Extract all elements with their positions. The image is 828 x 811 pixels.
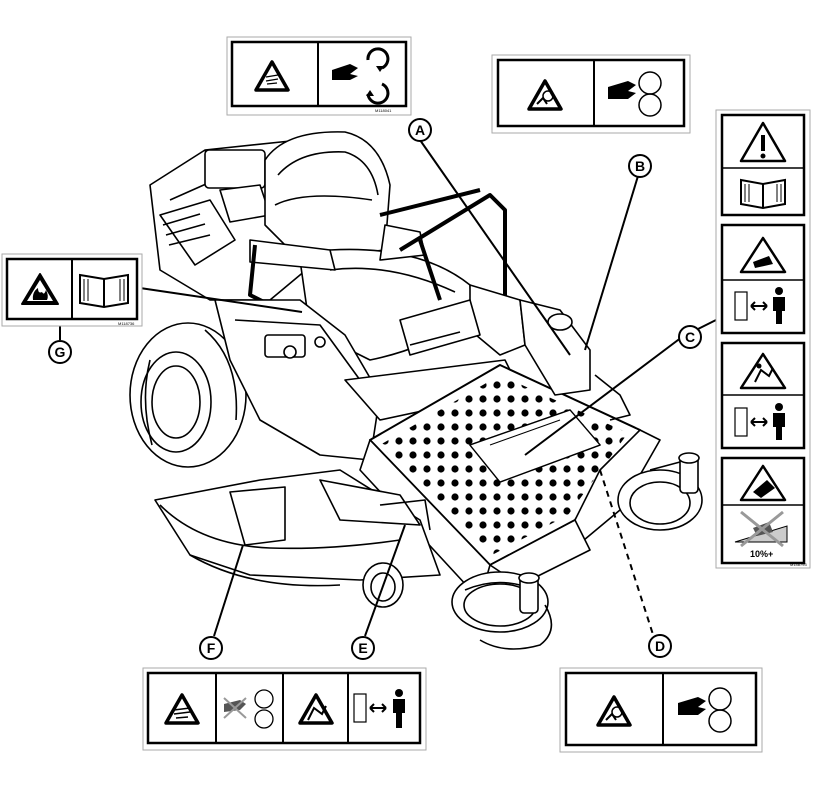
decal-c: 10%+ M148793 bbox=[715, 109, 811, 569]
svg-text:G: G bbox=[55, 344, 66, 360]
warning-triangle-icon bbox=[739, 236, 787, 274]
leader-line-f bbox=[213, 544, 244, 637]
manual-book-icon bbox=[740, 178, 786, 210]
decal-c-panel-bystander bbox=[720, 341, 806, 450]
decal-b bbox=[491, 54, 691, 134]
leader-line-g bbox=[139, 287, 303, 313]
hand-entanglement-icon bbox=[678, 687, 732, 733]
svg-text:M148793: M148793 bbox=[790, 562, 807, 567]
keep-distance-icon bbox=[353, 689, 405, 728]
keep-distance-icon bbox=[734, 403, 785, 440]
zero-turn-mower-illustration bbox=[129, 131, 703, 650]
rear-left-tire bbox=[129, 322, 247, 468]
mower-deck bbox=[154, 469, 441, 587]
leader-line-a bbox=[419, 139, 571, 356]
right-side-frame bbox=[519, 299, 631, 421]
deck-gauge-wheel bbox=[362, 562, 404, 608]
decal-c-panel-thrown-objects bbox=[720, 223, 806, 335]
blade-warning-triangle-icon bbox=[164, 693, 200, 725]
callout-e: E bbox=[351, 636, 375, 660]
svg-text:D: D bbox=[655, 638, 665, 654]
decal-a: M118041 bbox=[226, 36, 412, 116]
svg-text:A: A bbox=[415, 122, 425, 138]
warning-triangle-icon bbox=[254, 60, 290, 92]
svg-text:M118041: M118041 bbox=[375, 108, 392, 113]
svg-text:C: C bbox=[685, 329, 695, 345]
main-frame bbox=[214, 284, 526, 461]
front-right-caster bbox=[617, 452, 703, 531]
hand-entanglement-icon bbox=[608, 71, 662, 117]
svg-text:B: B bbox=[635, 158, 645, 174]
callout-f: F bbox=[199, 636, 223, 660]
decal-c-panel-slope: 10%+ M148793 bbox=[720, 456, 807, 567]
no-slope-icon bbox=[734, 510, 788, 548]
leader-line-c bbox=[524, 336, 683, 456]
hand-rotating-blade-icon bbox=[332, 47, 390, 105]
keep-distance-icon bbox=[734, 287, 785, 324]
manual-book-icon bbox=[79, 273, 129, 309]
no-hands-rotating-icon bbox=[223, 689, 274, 729]
thrown-object-warning-triangle-icon bbox=[298, 693, 334, 725]
decal-g: M118736 bbox=[1, 253, 143, 327]
warning-triangle-icon bbox=[739, 352, 787, 390]
rollover-warning-triangle-icon bbox=[739, 464, 787, 502]
svg-text:F: F bbox=[207, 640, 216, 656]
svg-text:M118736: M118736 bbox=[118, 321, 135, 326]
callout-d: D bbox=[648, 634, 672, 658]
decal-c-panel-general-warning bbox=[720, 113, 806, 217]
warning-triangle-icon bbox=[527, 79, 563, 111]
svg-text:E: E bbox=[358, 640, 367, 656]
warning-triangle-icon bbox=[596, 695, 632, 727]
decal-d bbox=[559, 667, 763, 753]
leader-line-b bbox=[584, 175, 639, 351]
leader-line-e bbox=[364, 524, 406, 637]
leader-lines bbox=[59, 139, 721, 651]
svg-text:10%+: 10%+ bbox=[750, 549, 773, 559]
callout-g: G bbox=[48, 340, 72, 364]
front-left-caster bbox=[451, 571, 553, 650]
callout-c: C bbox=[678, 325, 702, 349]
callout-a: A bbox=[408, 118, 432, 142]
fire-warning-triangle-icon bbox=[21, 273, 59, 305]
leader-line-d bbox=[599, 469, 659, 651]
exclamation-triangle-icon bbox=[739, 121, 787, 163]
callout-b: B bbox=[628, 154, 652, 178]
decal-e-f bbox=[142, 667, 427, 751]
